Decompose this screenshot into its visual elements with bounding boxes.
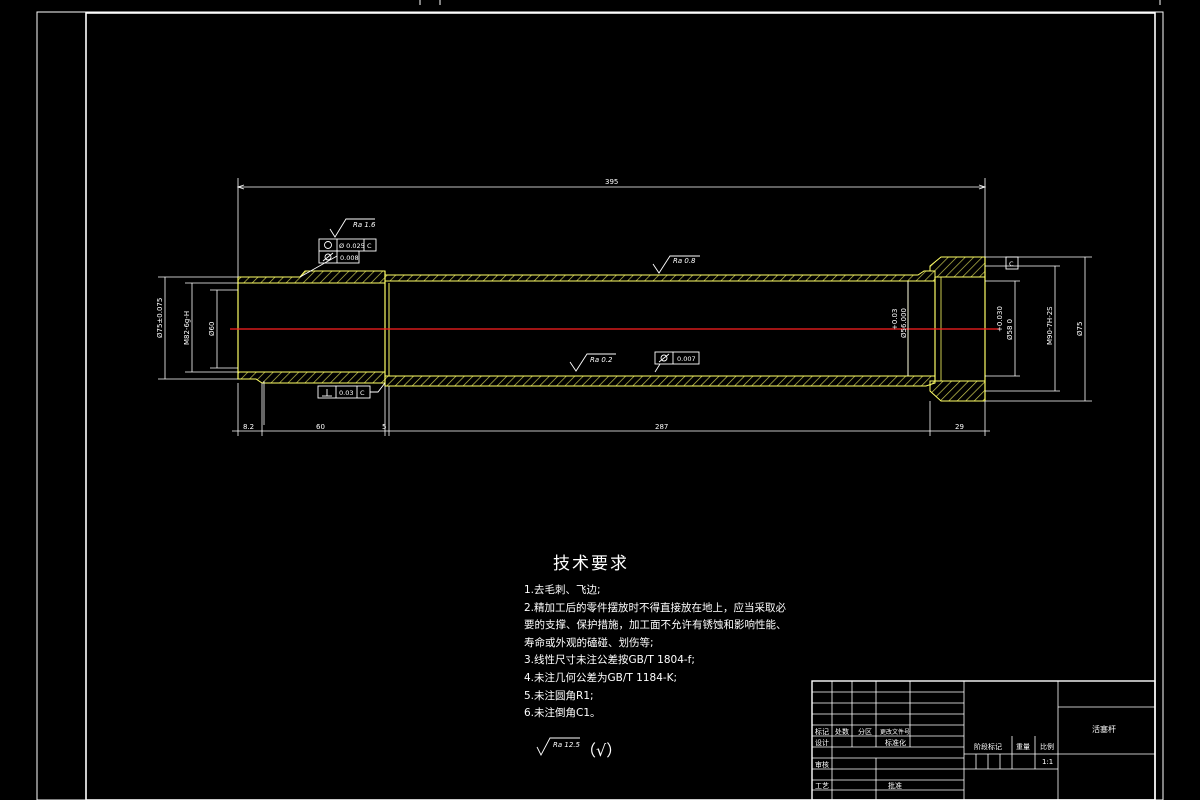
tb-doc: 更改文件号	[880, 729, 911, 736]
runout-icon	[660, 354, 668, 362]
tb-approve: 批准	[888, 782, 902, 790]
tb-stage: 阶段标记	[974, 743, 1002, 751]
roughness-top-icon	[652, 255, 700, 274]
tb-scale: 比例	[1040, 743, 1054, 751]
list-item: 寿命或外观的磕碰、划伤等;	[524, 636, 654, 649]
tech-requirements-title: 技术要求	[553, 554, 629, 574]
list-item: 5.未注圆角R1;	[524, 689, 594, 702]
list-item: 6.未注倒角C1。	[524, 707, 601, 720]
tb-zone: 分区	[858, 728, 872, 736]
tb-standard: 标准化	[885, 739, 906, 747]
part-section	[237, 256, 986, 402]
gdt-1-value: Ø 0.025	[339, 242, 365, 250]
tb-scale-value: 1:1	[1042, 758, 1054, 766]
dimension-lines	[158, 178, 1092, 436]
seg-4-label: 29	[955, 423, 964, 431]
gdt-4-value: 0.03	[339, 389, 353, 397]
roughness-bottom-icon	[569, 353, 616, 372]
right-bore-label: Ø58 0	[1006, 319, 1014, 340]
right-tol-label: +0.030	[996, 306, 1004, 332]
tb-weight: 重量	[1016, 743, 1030, 751]
tb-design: 设计	[815, 739, 829, 747]
right-thread-label: M90-7H-2S	[1046, 306, 1054, 345]
inner-border	[85, 12, 1156, 800]
tb-review: 审核	[815, 761, 829, 769]
seg-3-label: 287	[655, 423, 668, 431]
tb-count: 处数	[835, 728, 849, 736]
title-block	[811, 680, 1156, 800]
circularity-icon	[324, 253, 332, 261]
mid-tol-label: +0.03	[891, 309, 899, 330]
cylindricity-icon	[324, 241, 332, 249]
gdt-frames	[317, 238, 1019, 399]
tb-mark: 标记	[815, 728, 829, 736]
list-item: 1.去毛刺、飞边;	[524, 584, 601, 596]
right-outer-label: Ø75	[1076, 322, 1084, 336]
left-outer-dia-label: Ø75±0.075	[156, 298, 164, 338]
roughness-symbols	[329, 218, 700, 372]
roughness-bottom-label: Ra 0.2	[590, 356, 613, 364]
dimension-texts: 395 8.2 60 5 287 29 Ø75±0.075 M82-6g-H Ø…	[156, 178, 1084, 431]
gdt-4-datum: C	[360, 389, 365, 397]
datum-right-label: C	[1009, 260, 1014, 268]
gdt-1-datum: C	[367, 242, 372, 250]
seg-left-label: 8.2	[243, 423, 254, 431]
tb-process: 工艺	[815, 782, 829, 790]
mid-bore-label: Ø56.000	[900, 308, 908, 338]
seg-1-label: 60	[316, 423, 325, 431]
roughness-left-label: Ra 1.6	[353, 221, 376, 229]
list-item: 要的支撑、保护措施，加工面不允许有锈蚀和影响性能、	[524, 619, 787, 632]
list-item: 4.未注几何公差为GB/T 1184-K;	[524, 671, 678, 684]
general-roughness-paren: （√）	[580, 741, 623, 760]
left-bore-label: Ø60	[208, 322, 216, 336]
roughness-left-icon	[329, 218, 375, 238]
overall-length-label: 395	[605, 178, 618, 186]
roughness-top-label: Ra 0.8	[673, 257, 696, 265]
list-item: 3.线性尺寸未注公差按GB/T 1804-f;	[524, 654, 695, 667]
general-roughness-label: Ra 12.5	[553, 741, 581, 749]
gdt-3-value: 0.007	[677, 355, 696, 363]
left-thread-label: M82-6g-H	[183, 311, 191, 345]
outer-border	[36, 11, 1164, 800]
gdt-2-value: 0.008	[340, 254, 359, 262]
tech-requirements-list: 1.去毛刺、飞边; 2.精加工后的零件摆放时不得直接放在地上，应当采取必 要的支…	[524, 582, 787, 723]
tb-part-name: 活塞杆	[1092, 725, 1116, 734]
list-item: 2.精加工后的零件摆放时不得直接放在地上，应当采取必	[524, 601, 787, 614]
seg-2-label: 5	[382, 423, 386, 431]
general-roughness-icon: Ra 12.5	[536, 737, 581, 756]
